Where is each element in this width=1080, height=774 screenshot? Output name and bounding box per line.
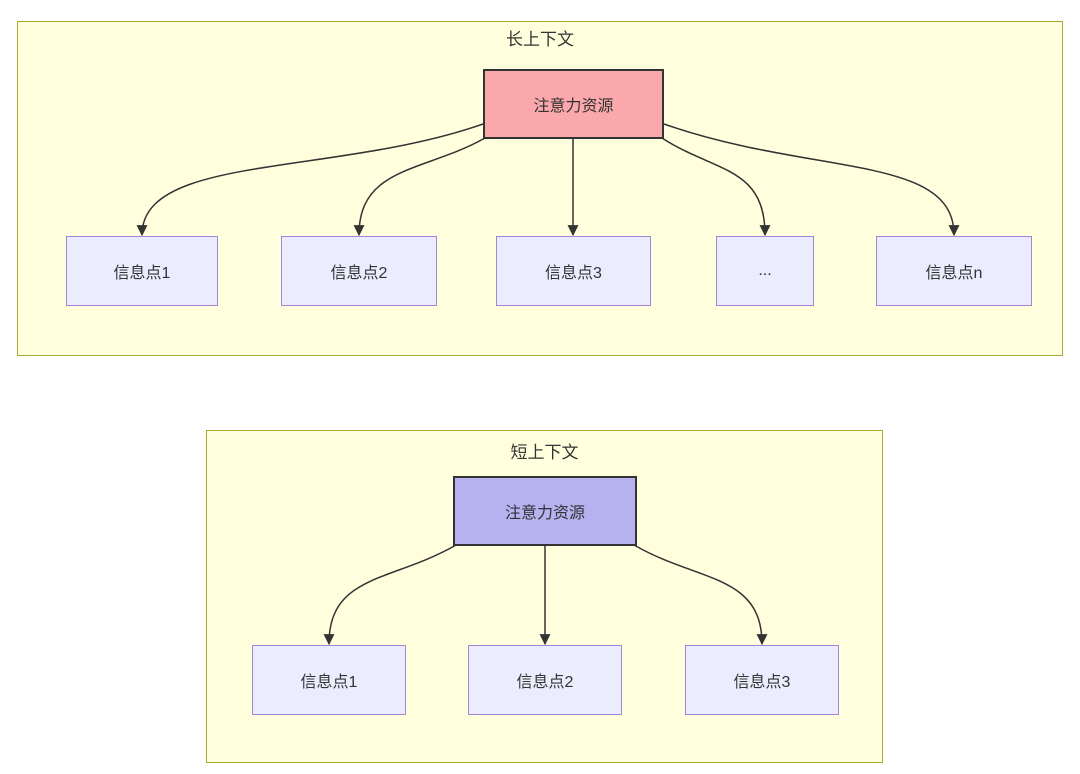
info-node-short-2: 信息点2	[468, 645, 622, 715]
attention-node-long: 注意力资源	[483, 69, 664, 139]
panel-title-short-context: 短上下文	[510, 443, 579, 462]
info-node-long-n: 信息点n	[876, 236, 1032, 306]
attention-node-short: 注意力资源	[453, 476, 637, 546]
info-node-short-1: 信息点1	[252, 645, 406, 715]
info-node-short-3: 信息点3	[685, 645, 839, 715]
panel-title-long-context: 长上下文	[506, 30, 574, 49]
info-node-long-1: 信息点1	[66, 236, 218, 306]
info-node-long-3: 信息点3	[496, 236, 651, 306]
info-node-long-ellipsis: ...	[716, 236, 814, 306]
info-node-long-2: 信息点2	[281, 236, 437, 306]
